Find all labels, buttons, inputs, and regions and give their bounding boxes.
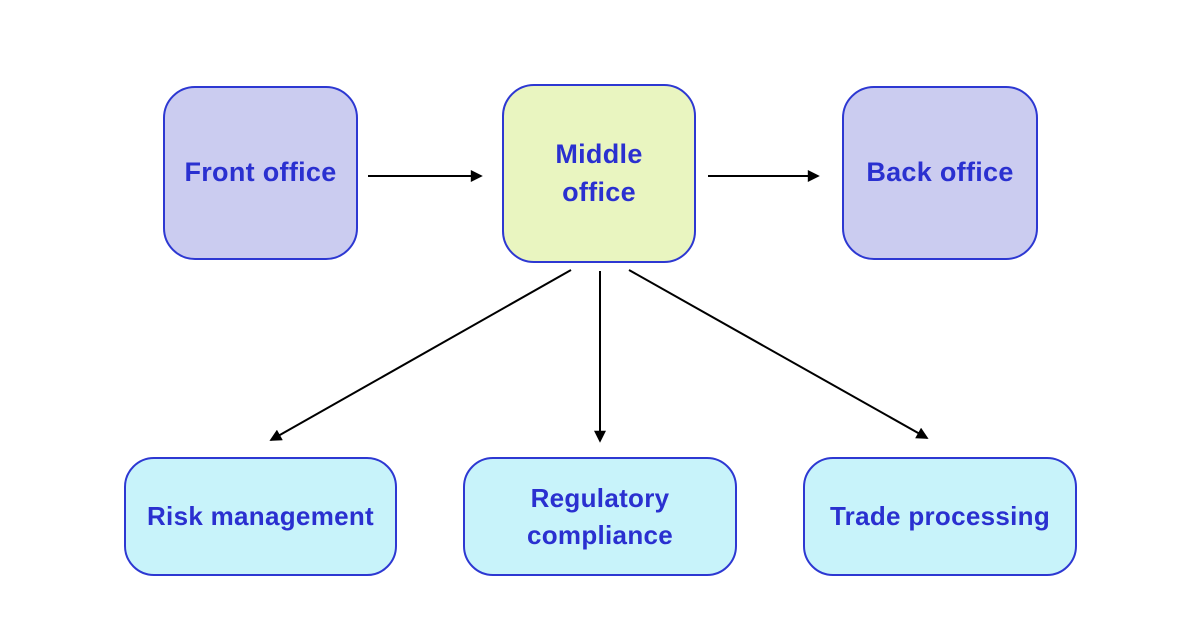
node-trade-processing: Trade processing <box>803 457 1077 576</box>
node-back-office: Back office <box>842 86 1038 260</box>
node-front-office-label: Front office <box>184 157 337 188</box>
node-regulatory-compliance-label-line1: Regulatory <box>530 483 670 514</box>
node-back-office-label: Back office <box>866 157 1014 188</box>
node-regulatory-compliance: Regulatory compliance <box>463 457 737 576</box>
arrow-middle-to-trade <box>628 269 929 439</box>
node-risk-management-label: Risk management <box>146 501 375 532</box>
node-middle-office-label-line2: office <box>562 176 636 207</box>
node-front-office: Front office <box>163 86 358 260</box>
node-trade-processing-label: Trade processing <box>829 501 1051 532</box>
node-regulatory-compliance-label-line2: compliance <box>526 519 674 550</box>
node-middle-office: Middle office <box>502 84 696 263</box>
arrow-middle-to-risk <box>269 269 572 441</box>
node-risk-management: Risk management <box>124 457 397 576</box>
node-middle-office-label-line1: Middle <box>555 138 643 169</box>
